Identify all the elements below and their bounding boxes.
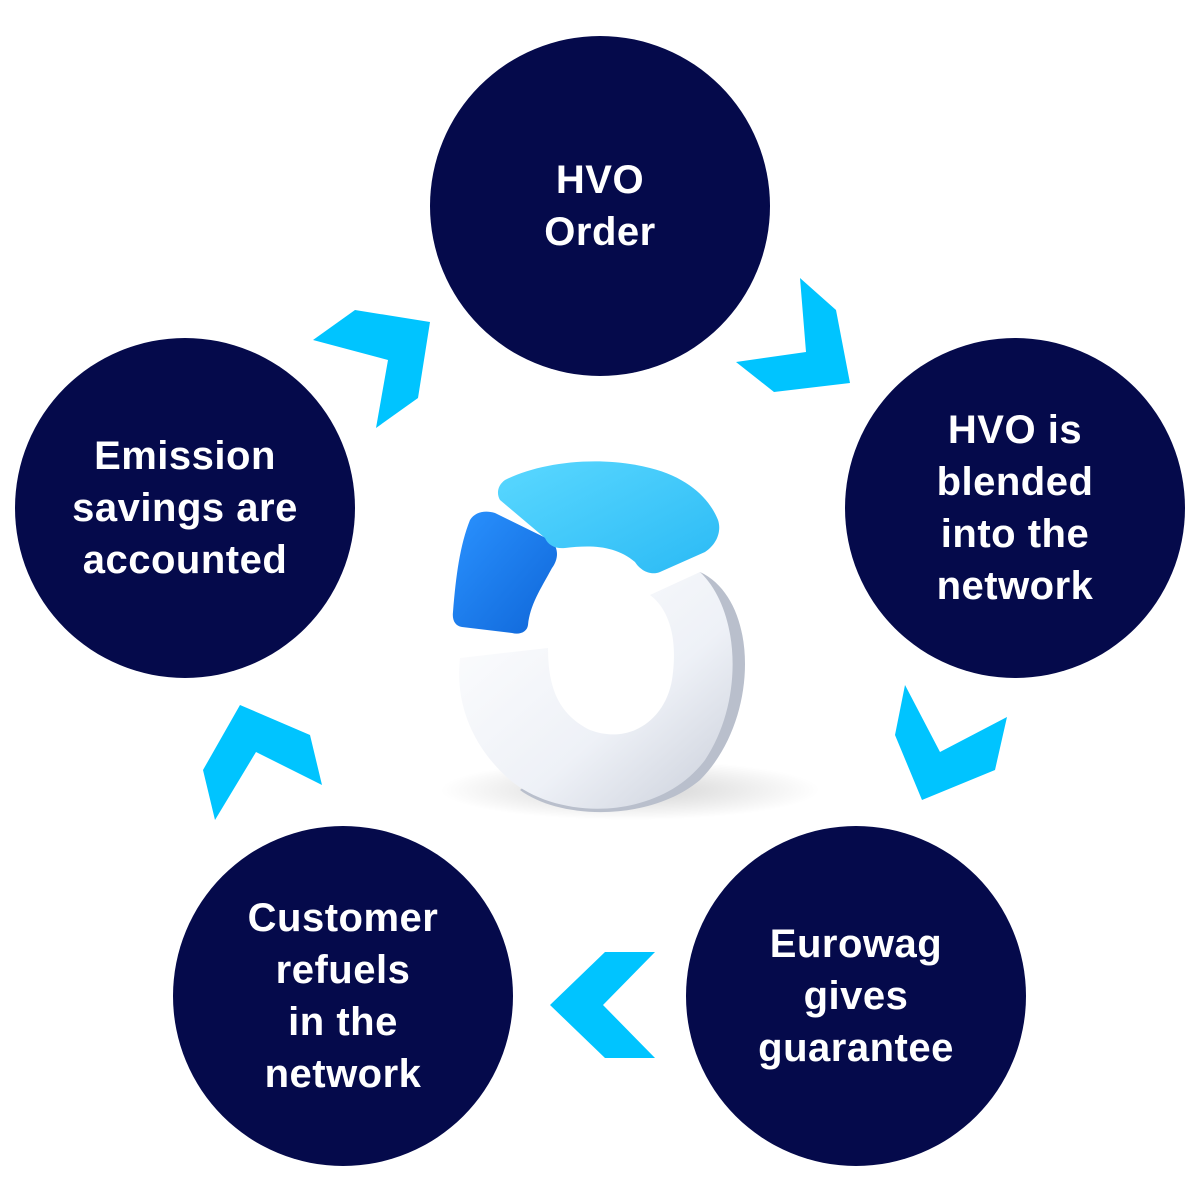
ring-dark-blue-segment [452, 511, 557, 634]
chevron-arrow-icon [203, 705, 322, 820]
ring-white-segment [459, 572, 733, 809]
step-circle-hvo-blended: HVO is blended into the network [845, 338, 1185, 678]
step-circle-emission-savings: Emission savings are accounted [15, 338, 355, 678]
chevron-arrow-icon [313, 310, 430, 428]
chevron-arrow-icon [550, 952, 655, 1058]
step-label: Eurowag gives guarantee [758, 922, 954, 1070]
step-label: Customer refuels in the network [247, 896, 439, 1096]
step-circle-eurowag-guarantee: Eurowag gives guarantee [686, 826, 1026, 1166]
step-circle-hvo-order: HVO Order [430, 36, 770, 376]
step-label: HVO is blended into the network [936, 408, 1094, 608]
ring-light-blue-segment [497, 461, 720, 574]
step-circle-customer-refuels: Customer refuels in the network [173, 826, 513, 1166]
chevron-arrow-icon [895, 685, 1007, 800]
ring-white-segment-depth [520, 572, 745, 813]
step-label: HVO Order [544, 158, 656, 254]
step-label: Emission savings are accounted [72, 434, 298, 582]
ring-shadow [440, 760, 820, 820]
chevron-arrow-icon [736, 278, 850, 392]
